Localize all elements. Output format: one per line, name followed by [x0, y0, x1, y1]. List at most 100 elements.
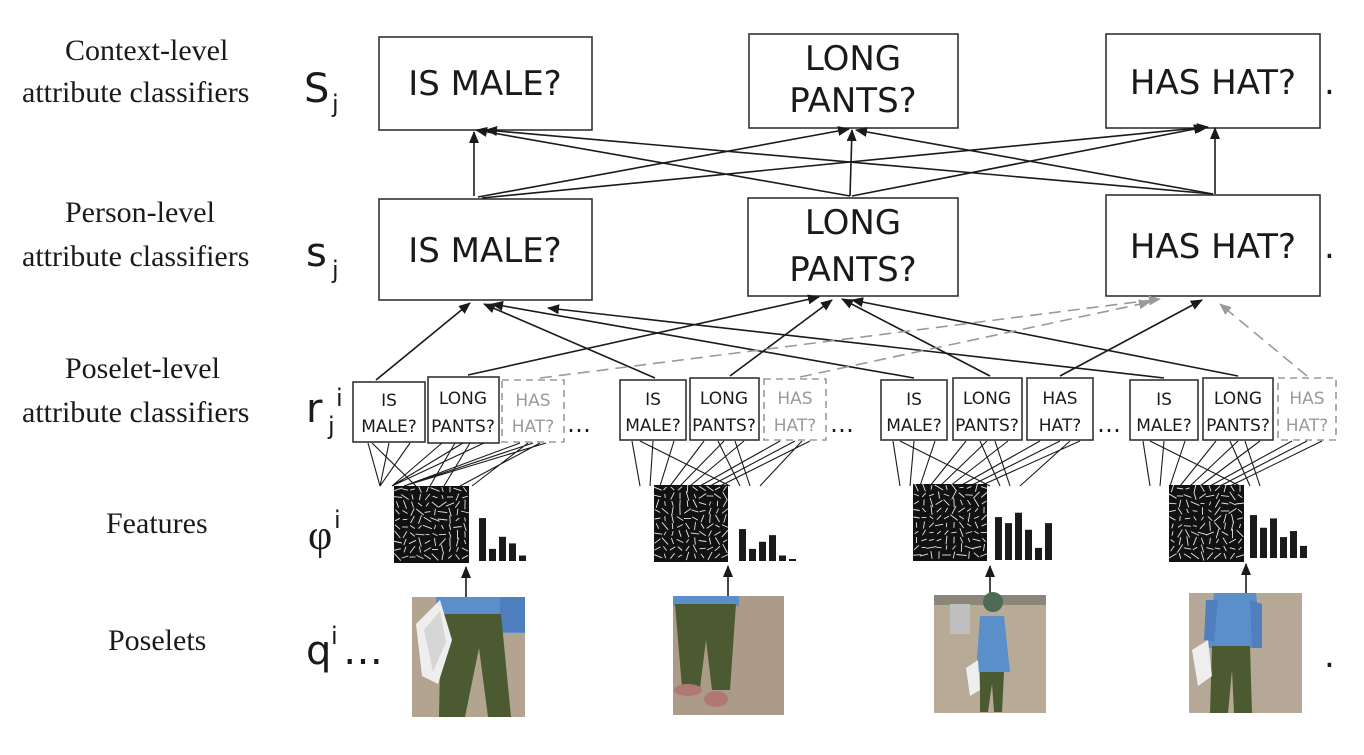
feature-histogram-3: [995, 512, 1052, 560]
feature-histogram-4: [1250, 515, 1307, 558]
poselet-3-long-pants-line1: LONG: [963, 389, 1011, 409]
person-node-has-hat: HAS HAT?: [1105, 194, 1321, 297]
person-node-is-male: IS MALE?: [378, 198, 593, 301]
poselet-3-has-hat-line1: HAS: [1042, 389, 1077, 409]
poselet-4-is-male-line2: MALE?: [1136, 416, 1192, 436]
feature-fan-4: [1142, 440, 1323, 487]
poselets-row-dot: .: [1324, 636, 1335, 676]
context-level-subscript: j: [331, 90, 339, 118]
poselet-2-is-male-line2: MALE?: [625, 416, 681, 436]
histogram-bar: [789, 559, 796, 561]
person-level-label-line2: attribute classifiers: [22, 240, 249, 273]
context-node-has-hat: HAS HAT?: [1105, 33, 1321, 129]
person-level-label-line1: Person-level: [65, 196, 215, 229]
features-superscript: i: [334, 506, 341, 534]
hog-feature-4: [1168, 484, 1245, 562]
hog-feature-2: [652, 484, 729, 562]
hog-feature-3: [911, 483, 988, 561]
context-level-label-line2: attribute classifiers: [22, 76, 249, 109]
histogram-bar: [519, 555, 526, 561]
poselet-4-has-hat-line2: HAT?: [1286, 416, 1329, 436]
poselet-4-has-hat-line1: HAS: [1289, 389, 1324, 409]
poselet-image-3: [934, 592, 1046, 713]
histogram-bar: [489, 548, 496, 561]
poselet-3-has-hat-line2: HAT?: [1039, 416, 1082, 436]
histogram-bar: [1025, 529, 1032, 560]
feature-fan-2: [631, 440, 811, 487]
feature-histogram-2: [739, 529, 796, 561]
person-row-dot: .: [1324, 227, 1335, 267]
histogram-bar: [1280, 537, 1287, 558]
poselet-level-symbol: r: [306, 386, 323, 432]
poselets-superscript: i: [331, 622, 338, 650]
poselets-label: Poselets: [108, 624, 206, 657]
poselet-to-person-edges: [375, 294, 1308, 381]
context-node-is-male: IS MALE?: [378, 36, 593, 131]
person-level-symbol: s: [306, 230, 327, 276]
poselet-1-long-pants-line1: LONG: [439, 389, 487, 409]
poselet-4-long-pants-line2: PANTS?: [1206, 416, 1270, 436]
histogram-bar: [1300, 545, 1307, 558]
histogram-bar: [509, 543, 516, 561]
poselet-3-is-male-line1: IS: [906, 390, 922, 410]
poselet-image-1: [412, 597, 525, 717]
histogram-bar: [1270, 518, 1277, 558]
hog-feature-1: [392, 486, 470, 563]
histogram-bar: [1035, 547, 1042, 560]
poselet-4-long-pants-line1: LONG: [1214, 389, 1262, 409]
histogram-bar: [479, 518, 486, 561]
poselet-image-4: [1189, 593, 1302, 713]
context-node-long-pants-label-line2: PANTS?: [789, 81, 916, 121]
poselet-2-has-hat-line2: HAT?: [774, 416, 817, 436]
poselet-1-is-male-line2: MALE?: [361, 417, 417, 437]
poselet-2-ellipsis: …: [830, 410, 854, 438]
histogram-bar: [769, 535, 776, 561]
poselet-group-1: IS MALE? LONG PANTS? HAS HAT? …: [352, 376, 591, 444]
poselet-group-4: IS MALE? LONG PANTS? HAS HAT?: [1129, 377, 1337, 441]
histogram-bar: [759, 541, 766, 561]
histogram-bar: [1250, 515, 1257, 558]
person-node-is-male-label: IS MALE?: [408, 231, 561, 271]
person-node-long-pants: LONG PANTS?: [747, 197, 959, 297]
poselets-ellipsis: …: [343, 628, 383, 674]
person-node-long-pants-label-line2: PANTS?: [789, 250, 916, 290]
person-to-context-edges: [469, 123, 1220, 199]
features-symbol: φ: [308, 513, 332, 559]
histogram-bar: [739, 529, 746, 561]
poselet-image-2: [673, 596, 784, 715]
context-level-label-line1: Context-level: [65, 34, 228, 67]
poselet-3-ellipsis: …: [1097, 410, 1121, 438]
feature-histogram-1: [479, 518, 526, 561]
poselet-4-is-male-line1: IS: [1156, 390, 1172, 410]
context-node-has-hat-label: HAS HAT?: [1130, 63, 1296, 103]
features-label: Features: [106, 507, 208, 540]
context-node-is-male-label: IS MALE?: [408, 64, 561, 104]
poselet-1-long-pants-line2: PANTS?: [431, 417, 495, 437]
context-level-symbol: S: [304, 66, 329, 112]
histogram-bar: [995, 517, 1002, 560]
poselet-1-is-male-line1: IS: [381, 391, 397, 411]
poselet-1-has-hat-line2: HAT?: [512, 417, 555, 437]
histogram-bar: [1005, 523, 1012, 560]
poselet-1-has-hat-line1: HAS: [515, 391, 550, 411]
poselet-level-label-line2: attribute classifiers: [22, 396, 249, 429]
histogram-bar: [749, 548, 756, 561]
image-to-feature-arrows: [461, 563, 1251, 597]
context-node-long-pants: LONG PANTS?: [748, 33, 959, 129]
poselets-symbol: q: [306, 628, 331, 674]
poselet-group-2: IS MALE? LONG PANTS? HAS HAT? …: [619, 377, 854, 441]
histogram-bar: [1015, 512, 1022, 560]
poselet-2-is-male-line1: IS: [645, 390, 661, 410]
histogram-bar: [499, 536, 506, 561]
poselet-level-superscript: i: [336, 384, 343, 412]
person-node-has-hat-label: HAS HAT?: [1130, 227, 1296, 267]
poselet-group-3: IS MALE? LONG PANTS? HAS HAT? …: [880, 377, 1121, 441]
histogram-bar: [1045, 523, 1052, 560]
poselet-2-has-hat-line1: HAS: [777, 389, 812, 409]
poselet-1-ellipsis: …: [567, 410, 591, 438]
poselet-level-subscript: j: [327, 412, 335, 440]
person-level-subscript: j: [331, 256, 339, 284]
histogram-bar: [1260, 527, 1267, 558]
person-node-long-pants-label-line1: LONG: [805, 203, 901, 243]
